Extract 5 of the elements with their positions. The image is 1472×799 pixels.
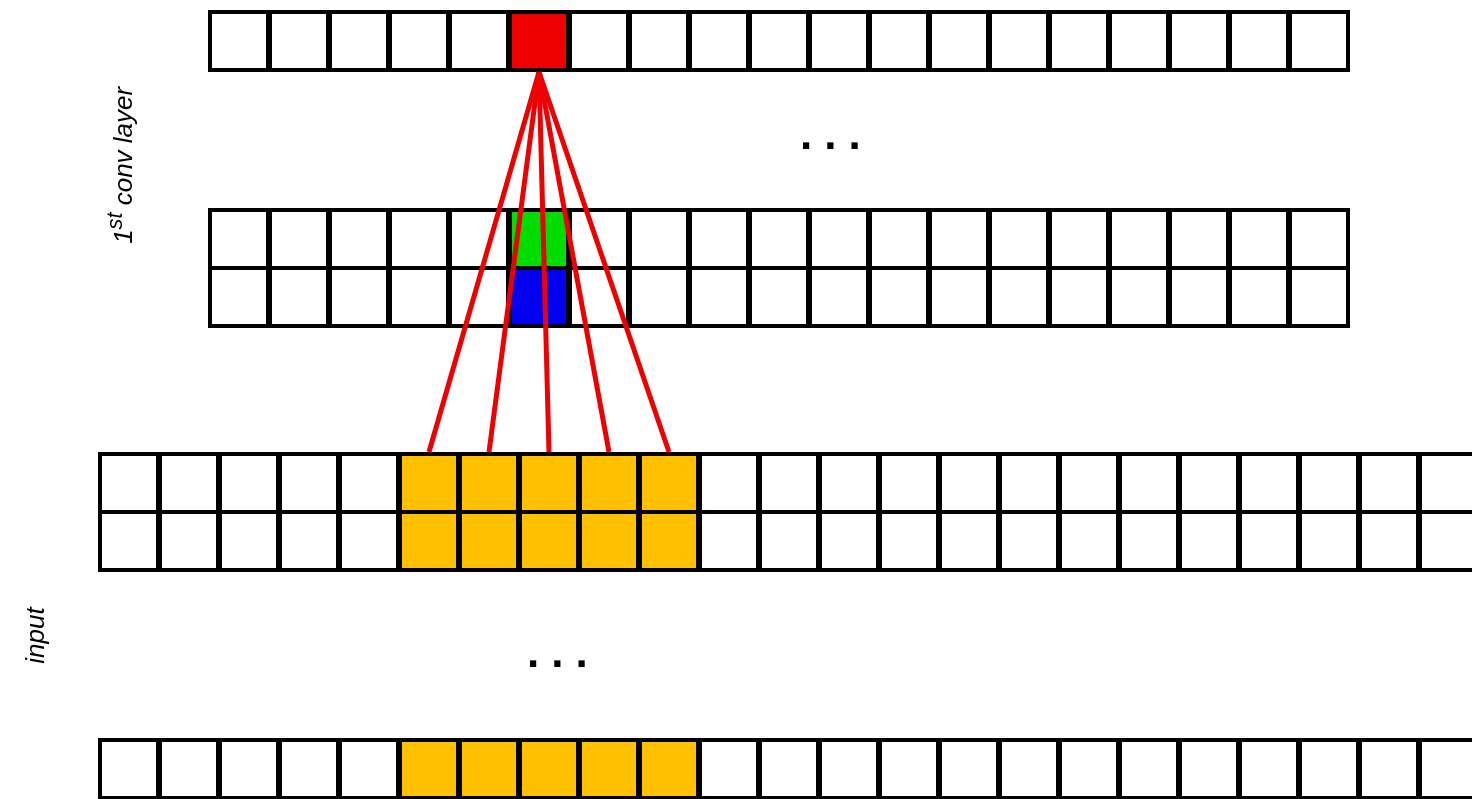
ellipsis: ... (800, 112, 873, 156)
connection-line (536, 71, 672, 453)
axis-label: input (19, 606, 51, 664)
highlighted-cell (508, 10, 570, 72)
ellipsis: ... (527, 630, 600, 674)
